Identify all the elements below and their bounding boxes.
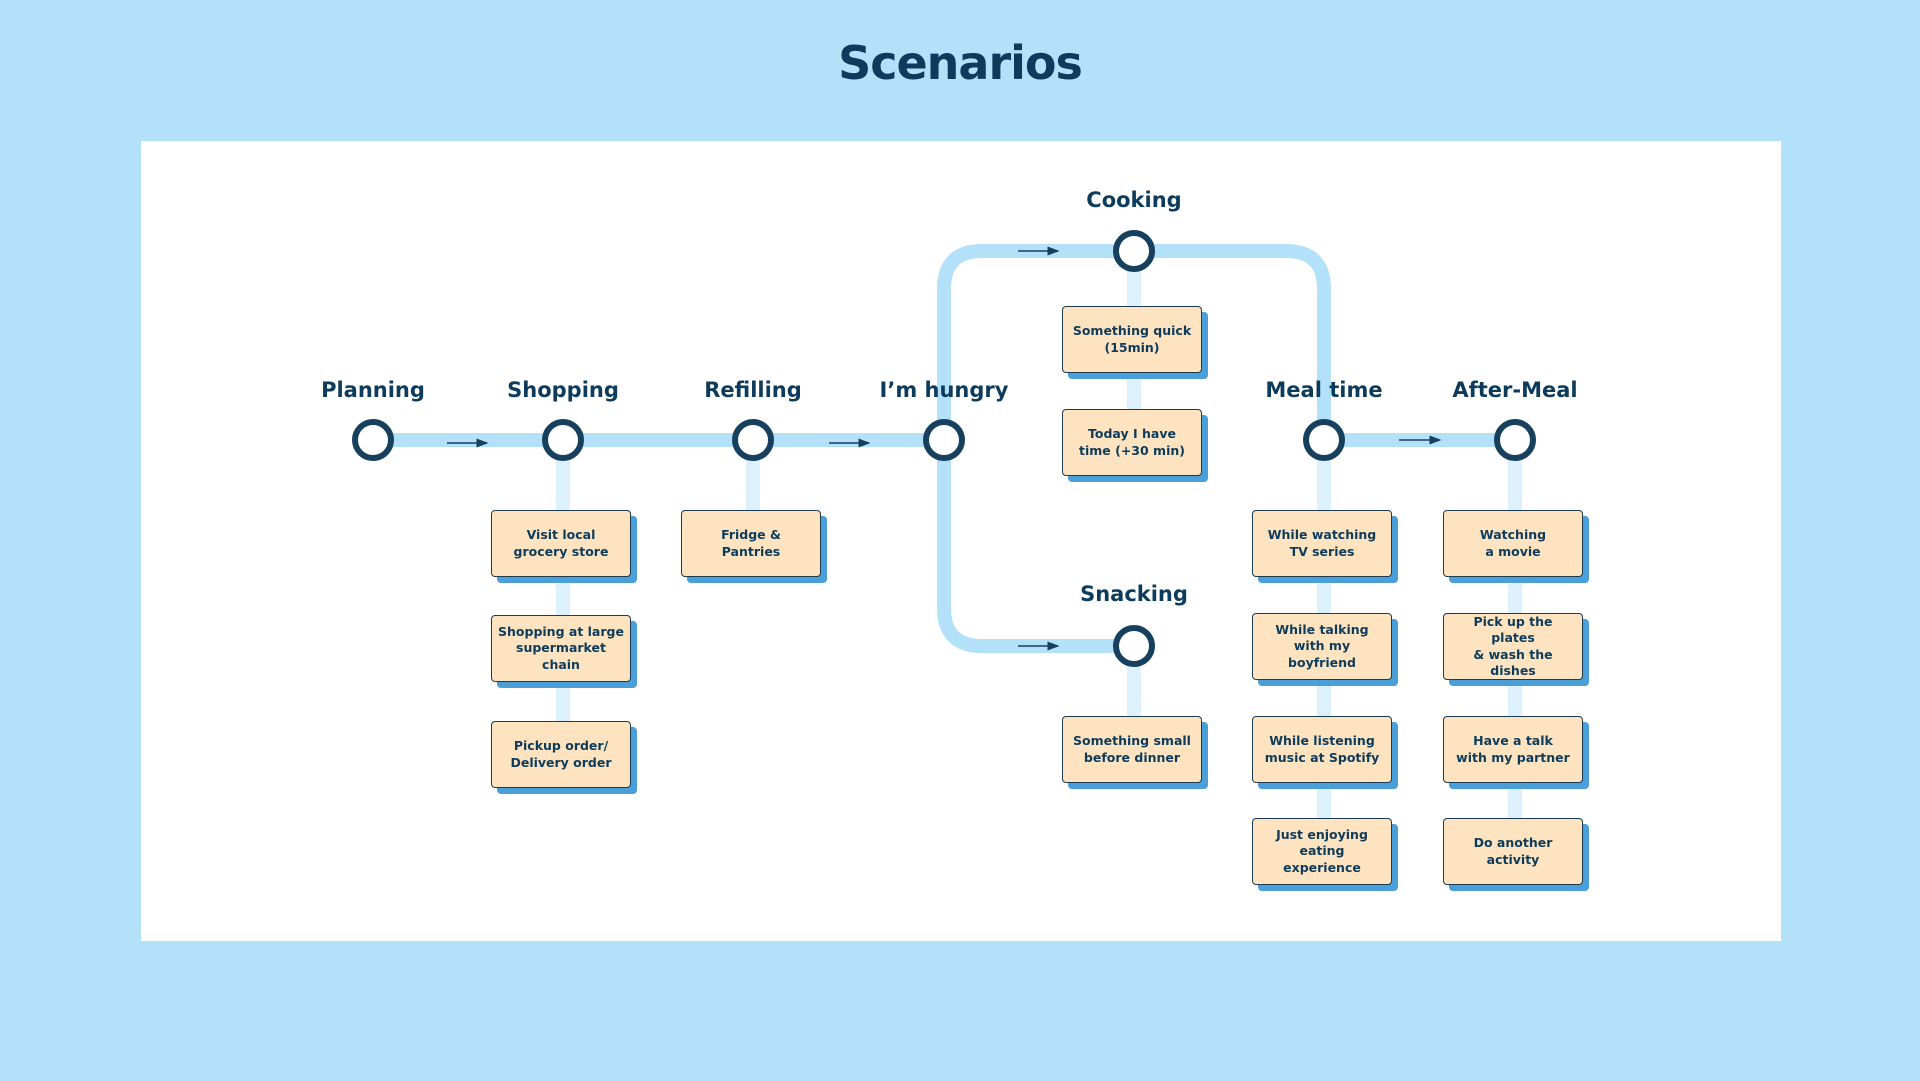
card-text: Something quick (15min) (1072, 323, 1192, 355)
stage-label-shopping: Shopping (507, 378, 619, 402)
card-text: Have a talk with my partner (1456, 733, 1570, 765)
card-mealtime-4: Just enjoying eating experience (1252, 818, 1392, 885)
card-aftermeal-1: Watching a movie (1443, 510, 1583, 577)
card-text: While talking with my boyfriend (1275, 622, 1369, 670)
stage-label-planning: Planning (321, 378, 425, 402)
track-cooking-to-meal (1134, 244, 1331, 440)
card-refilling-1: Fridge & Pantries (681, 510, 821, 577)
track-to-snacking (937, 440, 1134, 653)
node-mealtime (1303, 419, 1345, 461)
stage-label-hungry: I’m hungry (879, 378, 1009, 402)
stage-label-mealtime: Meal time (1265, 378, 1383, 402)
card-text: Watching a movie (1479, 527, 1547, 559)
card-text: Fridge & Pantries (721, 527, 781, 559)
card-text: Visit local grocery store (513, 527, 609, 559)
card-text: Pickup order/ Delivery order (510, 738, 612, 770)
card-shopping-2: Shopping at large supermarket chain (491, 615, 631, 682)
node-planning (352, 419, 394, 461)
stage-label-cooking: Cooking (1086, 188, 1182, 212)
card-aftermeal-3: Have a talk with my partner (1443, 716, 1583, 783)
node-refilling (732, 419, 774, 461)
page-title: Scenarios (838, 36, 1083, 90)
card-aftermeal-2: Pick up the plates & wash the dishes (1443, 613, 1583, 680)
card-mealtime-1: While watching TV series (1252, 510, 1392, 577)
node-hungry (923, 419, 965, 461)
node-cooking (1113, 230, 1155, 272)
node-aftermeal (1494, 419, 1536, 461)
card-cooking-2: Today I have time (+30 min) (1062, 409, 1202, 476)
stage-label-aftermeal: After-Meal (1452, 378, 1578, 402)
card-text: Pick up the plates & wash the dishes (1473, 614, 1553, 678)
stage-label-snacking: Snacking (1080, 582, 1188, 606)
card-text: Today I have time (+30 min) (1079, 426, 1185, 458)
card-cooking-1: Something quick (15min) (1062, 306, 1202, 373)
track-to-cooking (937, 244, 1134, 440)
card-text: While watching TV series (1267, 527, 1377, 559)
card-aftermeal-4: Do another activity (1443, 818, 1583, 885)
card-shopping-1: Visit local grocery store (491, 510, 631, 577)
card-text: Just enjoying eating experience (1276, 827, 1368, 875)
card-text: Shopping at large supermarket chain (498, 624, 624, 672)
card-mealtime-2: While talking with my boyfriend (1252, 613, 1392, 680)
card-mealtime-3: While listening music at Spotify (1252, 716, 1392, 783)
stage-label-refilling: Refilling (704, 378, 802, 402)
card-text: Something small before dinner (1073, 733, 1191, 765)
card-text: While listening music at Spotify (1264, 733, 1380, 765)
node-shopping (542, 419, 584, 461)
node-snacking (1113, 625, 1155, 667)
diagram-panel: Planning Shopping Refilling I’m hungry Cooki… (141, 141, 1781, 941)
card-snacking-1: Something small before dinner (1062, 716, 1202, 783)
card-text: Do another activity (1473, 835, 1553, 867)
card-shopping-3: Pickup order/ Delivery order (491, 721, 631, 788)
